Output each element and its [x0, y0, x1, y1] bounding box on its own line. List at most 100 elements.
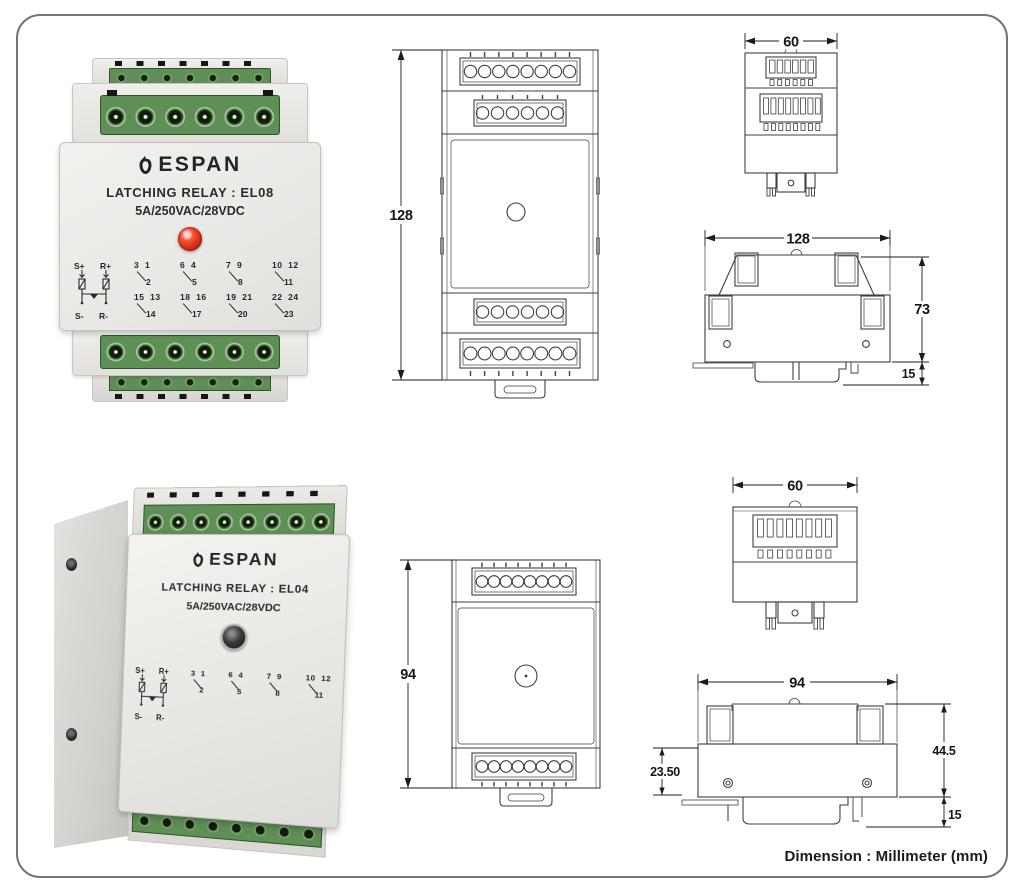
brand-name: ESPAN: [158, 152, 242, 176]
el04-front-outline: [451, 559, 601, 807]
el08-lower-terminal-block: [72, 328, 308, 376]
el08-side-width-dimension: 128: [704, 229, 891, 291]
contact-bottom: 20: [238, 308, 248, 319]
contact-bottom: 5: [192, 276, 197, 287]
el08-top-view-drawing: 60: [744, 32, 838, 197]
el08-top-width-dimension: 60: [744, 32, 838, 51]
green-connector-8pin: [142, 503, 336, 538]
page-border-frame: [16, 14, 1008, 878]
contact-bottom: 11: [284, 276, 293, 287]
brand-logo: ESPAN: [60, 153, 320, 177]
contact-bottom: 2: [199, 685, 204, 695]
contact-bottom: 14: [146, 308, 156, 319]
rating-label: 5A/250VAC/28VDC: [186, 600, 282, 615]
contact-top: 18 16: [180, 291, 207, 302]
green-terminal-bar: [109, 68, 271, 85]
brand-logo: ESPAN: [128, 549, 349, 571]
el04-front-panel: ESPAN LATCHING RELAY : EL04 5A/250VAC/28…: [117, 533, 351, 830]
terminal-label-s-plus: S+: [74, 260, 85, 271]
el04-body: ESPAN LATCHING RELAY : EL04 5A/250VAC/28…: [117, 485, 351, 875]
dim-label-side-height: 73: [914, 302, 930, 318]
contact-bottom: 11: [314, 690, 324, 700]
contact-group: 15 13 14: [132, 292, 177, 319]
product-name-label: LATCHING RELAY : EL04: [161, 581, 310, 597]
contact-group: 18 16 17: [178, 292, 223, 319]
el04-side-outline: [681, 698, 898, 825]
contact-group: 10 12 11: [303, 673, 342, 701]
dim-label-front-height: 128: [389, 208, 413, 224]
dim-label-din-depth: 15: [948, 808, 962, 822]
contact-group: 6 4 5: [178, 260, 223, 287]
contact-top: 15 13: [134, 291, 161, 302]
contact-group: 22 24 23: [270, 292, 315, 319]
contact-top: 3 1: [190, 668, 206, 679]
green-connector-6pin: [100, 335, 280, 370]
coil-symbol: [132, 674, 179, 707]
el08-front-height-dimension: 128: [386, 49, 442, 381]
el04-side-panel: [54, 500, 128, 848]
contact-bottom: 8: [238, 276, 243, 287]
dim-label-top-width: 60: [783, 35, 799, 51]
status-led-red: [178, 226, 202, 251]
dim-label-front-height: 94: [400, 667, 416, 683]
el04-din-depth-dimension: 15: [866, 797, 962, 828]
contact-top: 10 12: [305, 672, 332, 684]
dim-label-side-lower-height: 23.50: [650, 765, 680, 779]
espan-owl-logo-icon: [192, 552, 204, 567]
contact-top: 7 9: [266, 671, 283, 682]
contact-top: 22 24: [272, 291, 299, 302]
terminal-pins: [147, 490, 333, 498]
coil-terminal-diagram: S+ R+: [70, 261, 128, 321]
el04-top-terminal-strip: [131, 485, 348, 539]
dimension-unit-note: Dimension : Millimeter (mm): [784, 848, 988, 865]
el08-top-outline: [744, 46, 838, 197]
el04-terminal-schematic: S+ R+: [128, 663, 337, 738]
el08-bottom-terminal-strip: [92, 375, 288, 402]
contact-top: 19 21: [226, 291, 253, 302]
el04-product-photo: ESPAN LATCHING RELAY : EL04 5A/250VAC/28…: [50, 485, 351, 860]
contact-bottom: 17: [192, 308, 202, 319]
contact-top: 10 12: [272, 259, 299, 270]
status-led-off: [220, 623, 248, 651]
contact-top: 6 4: [180, 259, 197, 270]
contact-bottom: 2: [146, 276, 151, 287]
el04-front-view-drawing: 94: [394, 559, 601, 807]
el04-top-outline: [732, 500, 858, 630]
contact-group: 19 21 20: [224, 292, 269, 319]
el08-side-height-dimension: 73: [861, 256, 933, 363]
el04-side-lower-height-dimension: 23.50: [648, 747, 698, 796]
el08-din-depth-dimension: 15: [843, 362, 929, 386]
terminal-label-s-minus: S-: [75, 310, 84, 321]
terminal-pins: [115, 393, 265, 399]
el08-product-photo: ESPAN LATCHING RELAY : EL08 5A/250VAC/28…: [59, 58, 321, 402]
dim-label-side-height: 44.5: [932, 744, 955, 758]
green-connector-6pin: [100, 94, 280, 135]
contact-group: 10 12 11: [270, 260, 315, 287]
el08-upper-terminal-block: [72, 83, 308, 144]
dim-label-top-width: 60: [787, 479, 803, 495]
el04-top-width-dimension: 60: [732, 476, 858, 495]
el08-side-outline: [692, 249, 891, 383]
coil-terminal-diagram: S+ R+: [130, 665, 185, 723]
side-screw-hole: [66, 558, 77, 571]
rating-label: 5A/250VAC/28VDC: [135, 203, 245, 218]
el04-side-width-dimension: 94: [697, 673, 898, 742]
terminal-label-r-minus: R-: [155, 712, 165, 723]
brand-name: ESPAN: [208, 549, 280, 570]
terminal-label-r-plus: R+: [100, 260, 112, 271]
terminal-label-r-minus: R-: [99, 310, 108, 321]
el08-front-panel: ESPAN LATCHING RELAY : EL08 5A/250VAC/28…: [59, 141, 321, 331]
contact-group: 3 1 2: [188, 668, 224, 695]
contact-top: 3 1: [134, 259, 151, 270]
green-terminal-bar: [109, 375, 271, 391]
contact-group: 3 1 2: [132, 260, 177, 287]
el08-front-view-drawing: 128: [386, 49, 600, 399]
coil-symbol: [78, 269, 110, 305]
espan-owl-logo-icon: [139, 155, 152, 174]
contact-bottom: 8: [275, 688, 280, 699]
el08-top-terminal-strip: [92, 58, 288, 85]
contact-bottom: 23: [284, 308, 294, 319]
